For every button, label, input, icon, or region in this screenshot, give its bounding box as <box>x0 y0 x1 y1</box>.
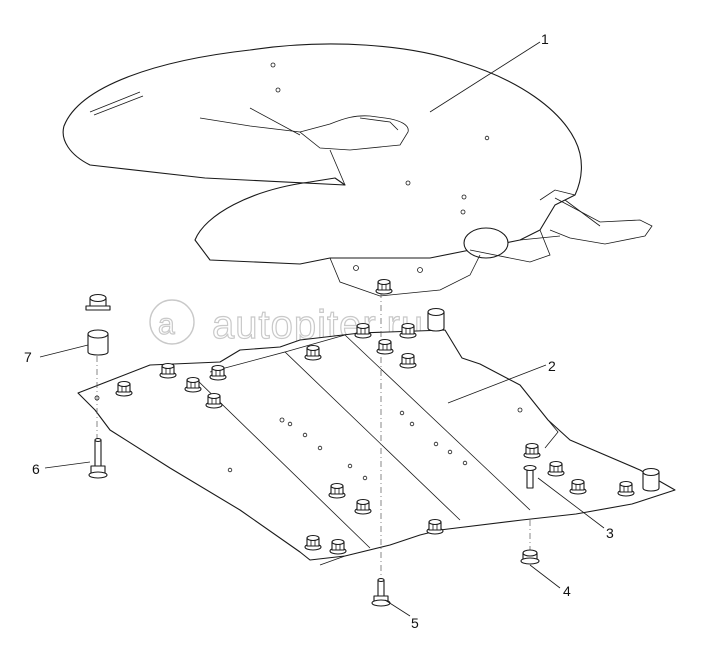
callout-4: 4 <box>563 583 571 599</box>
flange-nut <box>159 362 177 379</box>
callout-5: 5 <box>411 615 419 631</box>
flange-bolt-left <box>88 437 108 479</box>
flange-nut <box>523 442 541 459</box>
flange-nut <box>399 352 417 369</box>
flange-nuts <box>115 278 635 555</box>
callout-2: 2 <box>548 358 556 374</box>
flange-nut <box>329 538 347 555</box>
flange-nut <box>354 498 372 515</box>
callout-leaders <box>39 41 605 617</box>
flange-bolt-center <box>371 577 391 607</box>
callout-1: 1 <box>541 31 549 47</box>
flange-nut <box>205 392 223 409</box>
mounting-base-plate <box>77 329 676 566</box>
flange-nut <box>569 478 587 495</box>
callout-7: 7 <box>24 349 32 365</box>
flange-nut <box>375 278 393 295</box>
flange-nut <box>115 380 133 397</box>
flange-nut <box>304 534 322 551</box>
callout-6: 6 <box>32 461 40 477</box>
stud-bolt-right <box>523 464 537 489</box>
flange-nut <box>184 376 202 393</box>
spacer-bushing <box>85 293 111 356</box>
svg-text:a: a <box>158 308 176 341</box>
fifth-wheel-top-plate <box>62 43 653 297</box>
flange-nut <box>617 480 635 497</box>
callout-3: 3 <box>606 525 614 541</box>
flange-nut <box>328 482 346 499</box>
flange-nut <box>376 338 394 355</box>
flange-nut <box>354 322 372 339</box>
flange-nut <box>399 322 417 339</box>
flange-nut <box>304 344 322 361</box>
callout-labels: 1 2 3 4 5 6 7 <box>24 31 614 631</box>
flange-nut <box>209 364 227 381</box>
flange-nut <box>426 518 444 535</box>
plate-holes <box>94 395 523 481</box>
corner-spacers <box>427 307 660 492</box>
flange-nut-lower <box>520 549 540 565</box>
flange-nut <box>547 460 565 477</box>
